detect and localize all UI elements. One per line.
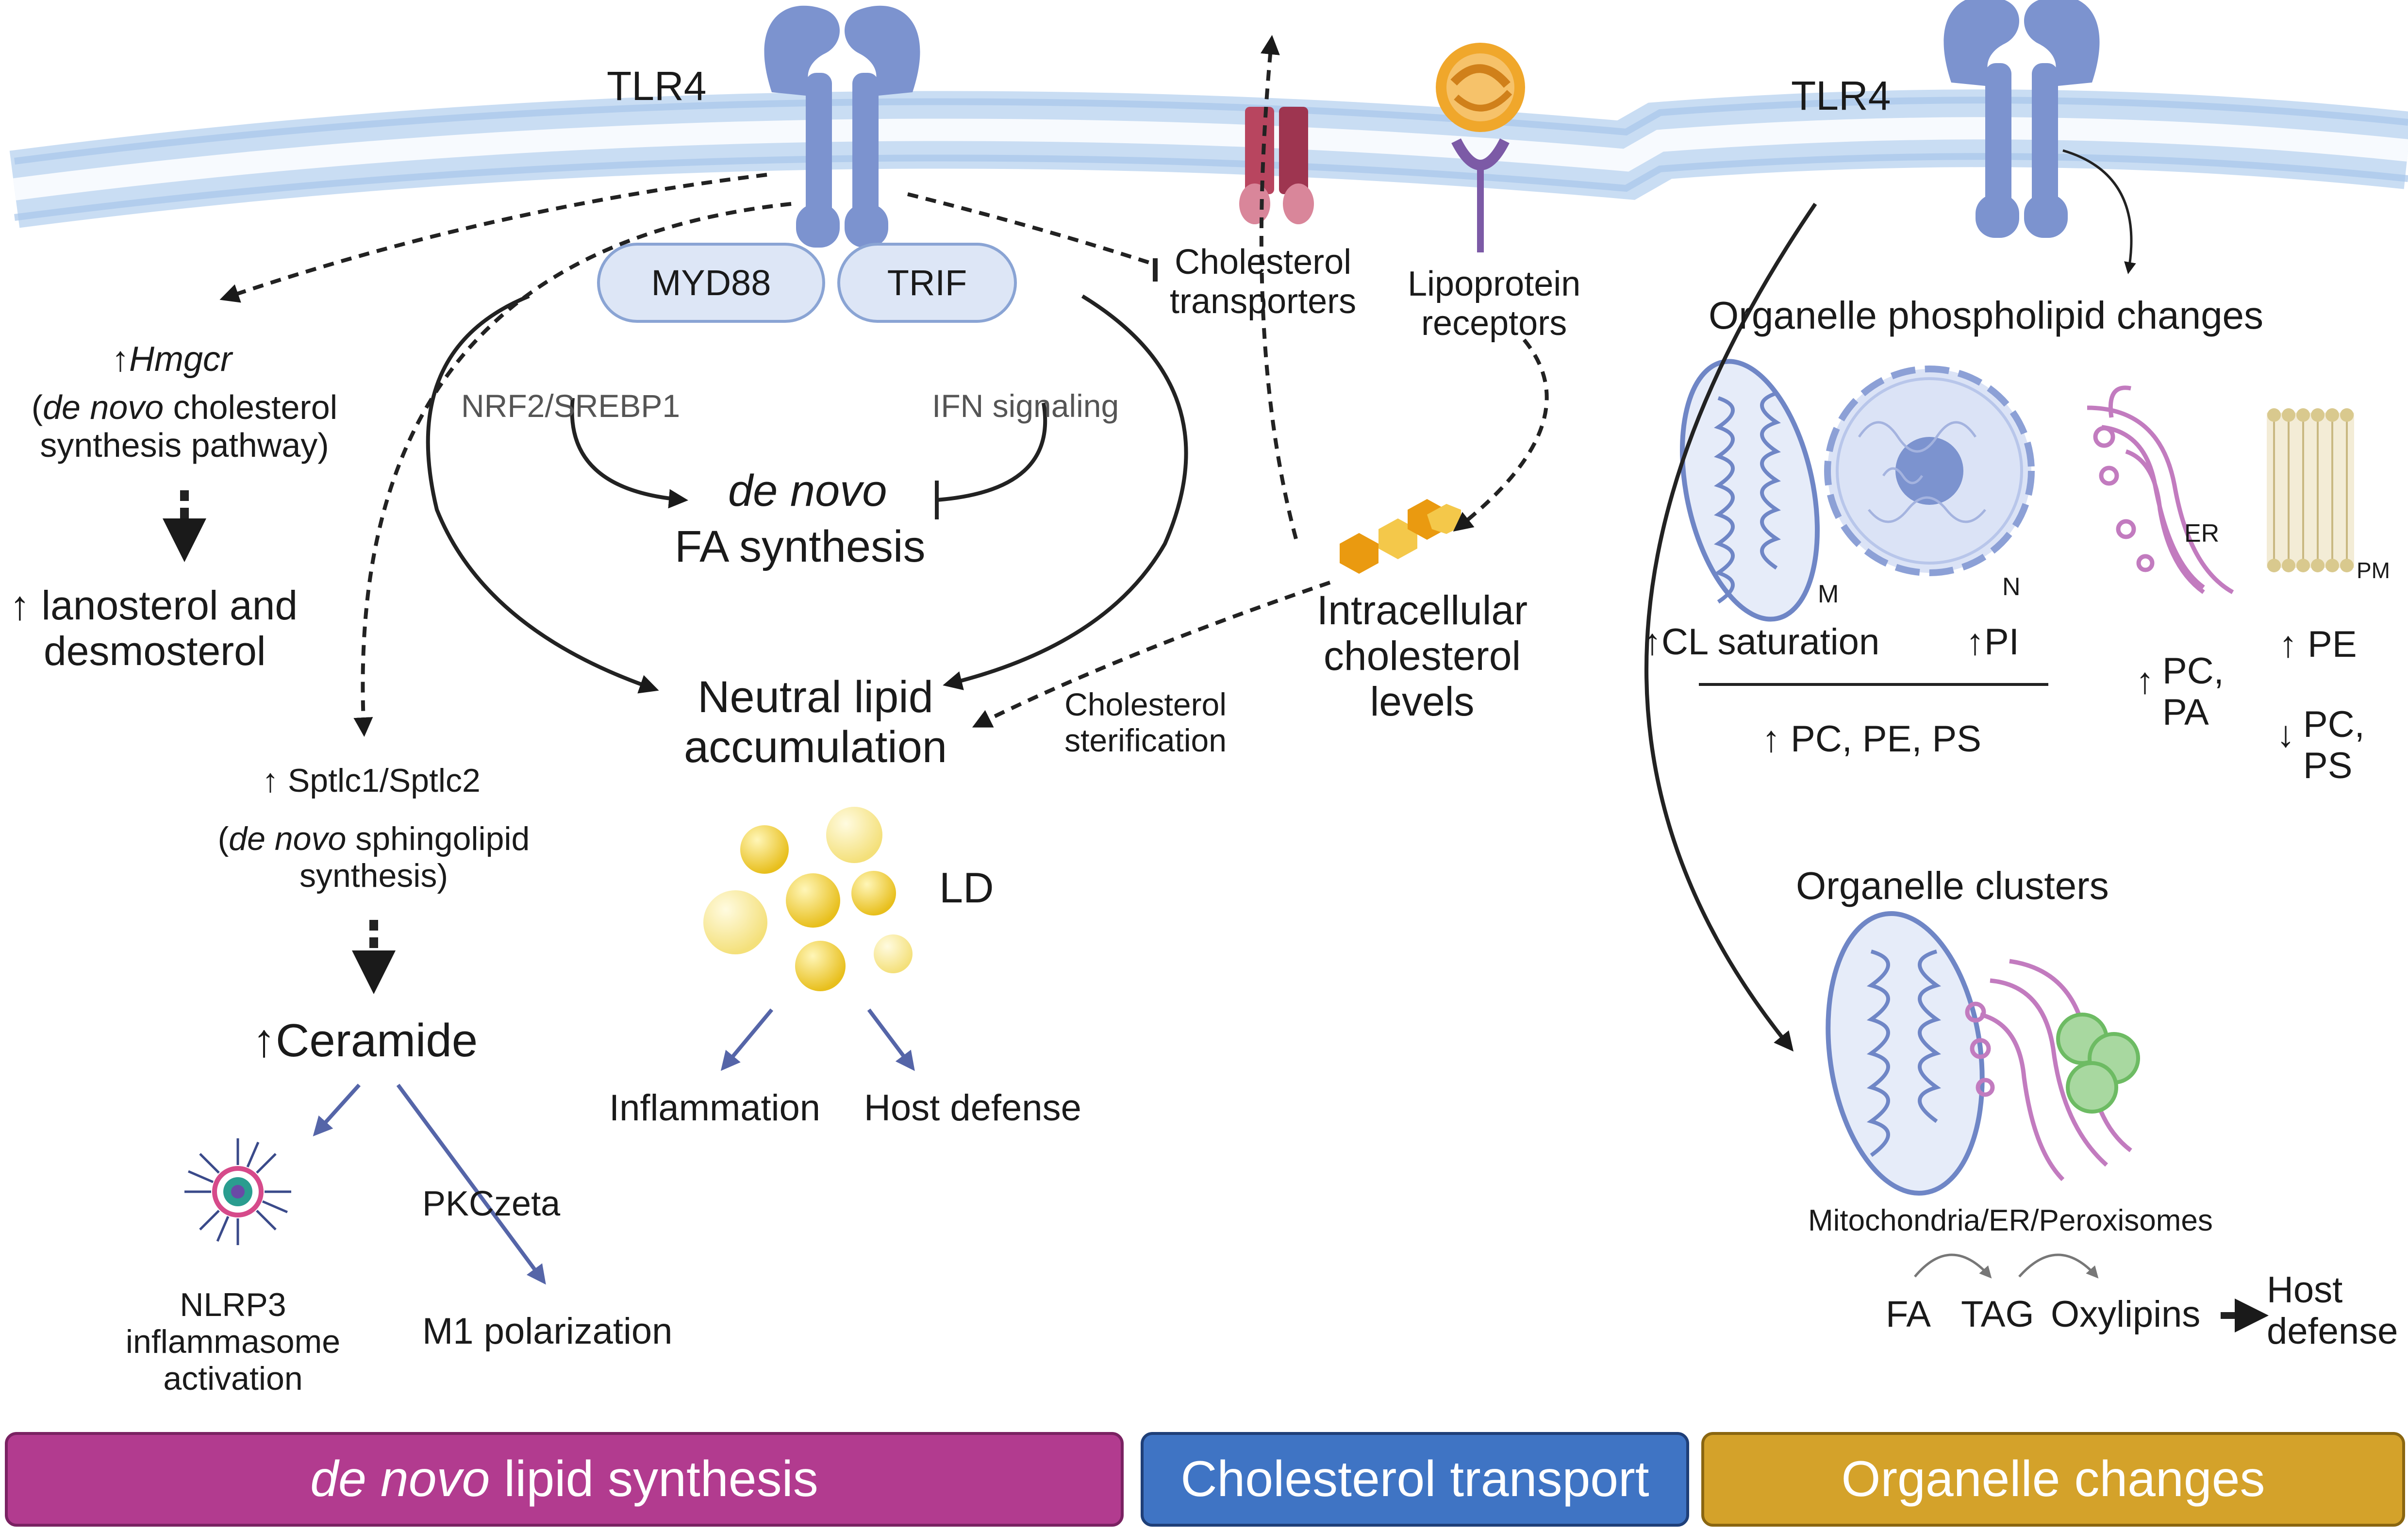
cl-saturation-label: ↑CL saturation <box>1643 621 1880 663</box>
effect-arrows <box>313 1008 915 1285</box>
inflammasome-icon <box>184 1138 291 1245</box>
ceramide-label: ↑Ceramide <box>252 1015 478 1066</box>
lipoprotein-receptor-icon <box>1436 43 1525 252</box>
down-arrow-icon: ↓ <box>2276 714 2295 755</box>
up-arrow-icon: ↑ <box>1966 621 1984 663</box>
lanosterol-label: ↑ lanosterol and desmosterol <box>10 583 298 674</box>
cell-membrane <box>9 89 2408 228</box>
nucleus-icon <box>1824 366 2035 576</box>
pathway-down-arrows <box>163 490 396 994</box>
tlr4-left-label: TLR4 <box>607 63 707 109</box>
plasma-membrane-bilayer-icon <box>2267 408 2354 572</box>
hmgcr-label: ↑Hmgcr <box>112 340 232 379</box>
up-arrow-icon: ↑ <box>262 762 279 799</box>
pm-label: PM <box>2357 558 2390 583</box>
cholesterol-pathway-label: (de novo cholesterol synthesis pathway) <box>31 388 338 465</box>
mitochondrion-label: M <box>1818 580 1839 608</box>
pc-ps-label: ↓ PC,PS <box>2276 704 2365 787</box>
up-arrow-icon: ↑ <box>10 583 30 628</box>
er-label: ER <box>2184 519 2220 548</box>
sptlc-label: ↑ Sptlc1/Sptlc2 <box>262 762 481 799</box>
category-bar-cholesterol-transport: Cholesterol transport <box>1141 1432 1689 1527</box>
up-arrow-icon: ↑ <box>2279 624 2297 665</box>
metabolite-arrows <box>1914 1253 2099 1279</box>
signaling-arrows <box>426 149 2136 1052</box>
ld-label: LD <box>939 864 994 912</box>
organelle-cluster-icon <box>1826 911 2140 1196</box>
de-novo-label: de novo <box>728 466 887 516</box>
oxylipins-label: Oxylipins <box>2051 1294 2201 1335</box>
mitochondrion-icon <box>1680 359 1820 622</box>
tlr4-receptor-left <box>764 5 920 248</box>
nrf2-srebp1-label: NRF2/SREBP1 <box>461 388 681 424</box>
nucleus-label: N <box>2002 573 2021 601</box>
trif-adaptor: TRIF <box>837 243 1017 323</box>
ifn-signaling-label: IFN signaling <box>932 388 1119 424</box>
sphingolipid-pathway-label: (de novo sphingolipid synthesis) <box>217 820 530 895</box>
tlr4-right-label: TLR4 <box>1791 73 1891 118</box>
up-arrow-icon: ↑ <box>2136 660 2154 701</box>
up-arrow-icon: ↑ <box>1762 718 1780 760</box>
pe-label: ↑ PE <box>2279 624 2357 665</box>
lipid-droplets-icon <box>703 807 913 991</box>
fa-synthesis-label: FA synthesis <box>675 522 926 571</box>
phospholipid-changes-title: Organelle phospholipid changes <box>1709 294 2264 337</box>
up-arrow-icon: ↑ <box>1643 621 1661 663</box>
pkczeta-label: PKCzeta <box>422 1184 561 1223</box>
organelle-clusters-title: Organelle clusters <box>1796 864 2109 907</box>
m1-polarization-label: M1 polarization <box>422 1311 673 1352</box>
pc-pe-ps-label: ↑ PC, PE, PS <box>1762 718 1981 760</box>
up-arrow-icon: ↑ <box>252 1015 276 1066</box>
cholesterol-transporter-icon <box>1239 107 1314 224</box>
myd88-adaptor: MYD88 <box>597 243 825 323</box>
up-arrow-icon: ↑ <box>112 340 129 379</box>
cholesterol-molecule-icon <box>1340 499 1461 574</box>
mito-er-perox-label: Mitochondria/ER/Peroxisomes <box>1808 1204 2213 1237</box>
tag-label: TAG <box>1961 1294 2034 1335</box>
category-bar-organelle-changes: Organelle changes <box>1701 1432 2405 1527</box>
tlr4-receptor-right <box>1943 0 2100 238</box>
endoplasmic-reticulum-icon <box>2087 385 2234 594</box>
dashed-arrows <box>219 35 1549 737</box>
host-defense-label: Host defense <box>864 1087 1081 1129</box>
category-bar-lipid-synthesis: de novo lipid synthesis <box>5 1432 1124 1527</box>
inflammation-label: Inflammation <box>609 1087 821 1129</box>
fa-label: FA <box>1886 1294 1931 1335</box>
pc-pa-label: ↑ PC,PA <box>2136 650 2224 733</box>
pi-label: ↑PI <box>1966 621 2019 663</box>
